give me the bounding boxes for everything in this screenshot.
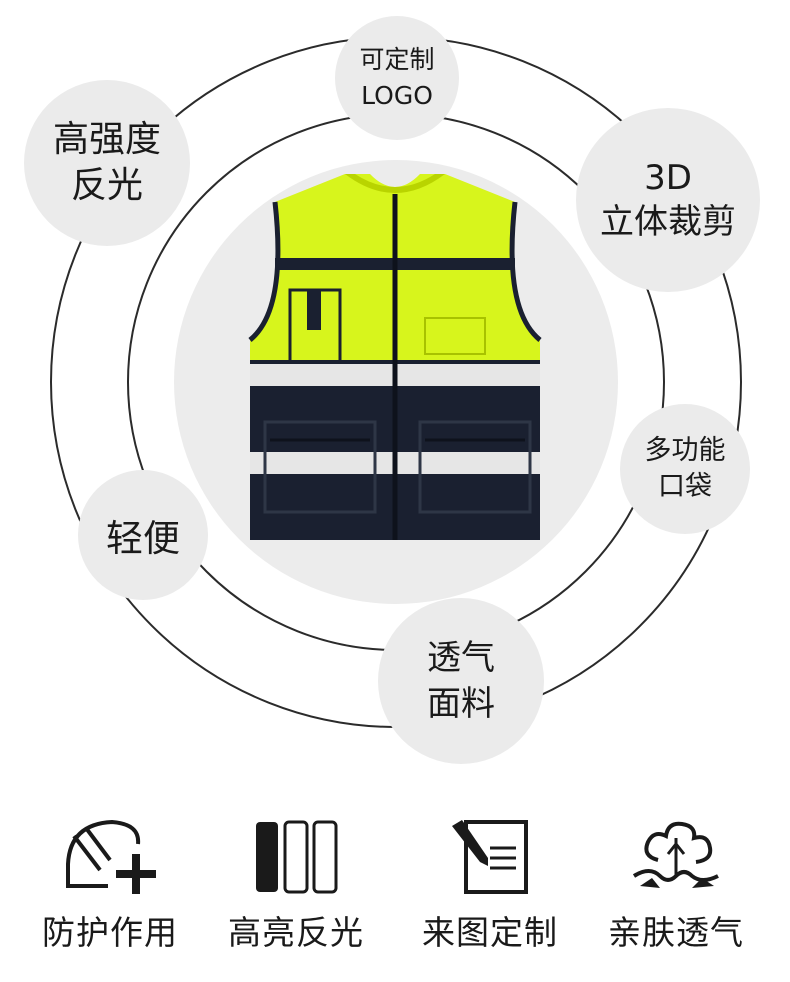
bubble-3d-cut: 3D 立体裁剪 <box>576 108 760 292</box>
bubble-reflective-text: 高强度 反光 <box>52 119 161 206</box>
feature-reflective: 高亮反光 <box>206 808 386 954</box>
feature-skin-friendly-label: 亲肤透气 <box>608 913 744 952</box>
feature-skin-friendly: 亲肤透气 <box>586 808 766 954</box>
feature-custom-label: 来图定制 <box>422 913 558 952</box>
bubble-logo-text: 可定制 LOGO <box>359 45 435 110</box>
cotton-icon <box>632 821 719 888</box>
bubble-reflective: 高强度 反光 <box>24 80 190 246</box>
bubble-pockets-text: 多功能 口袋 <box>644 435 726 502</box>
bubble-logo: 可定制 LOGO <box>335 16 459 140</box>
bubble-breathable: 透气 面料 <box>378 598 544 764</box>
feature-reflective-label: 高亮反光 <box>228 913 364 952</box>
reflective-strips-icon <box>256 820 338 894</box>
feature-custom: 来图定制 <box>400 808 580 954</box>
bubble-light-text: 轻便 <box>106 517 180 560</box>
helmet-plus-icon <box>66 819 156 894</box>
safety-vest-image <box>248 174 542 540</box>
feature-protection: 防护作用 <box>20 808 200 954</box>
bubble-3d-cut-text: 3D 立体裁剪 <box>600 158 736 242</box>
bubble-breathable-text: 透气 面料 <box>427 638 495 724</box>
bubble-pockets: 多功能 口袋 <box>620 404 750 534</box>
feature-protection-label: 防护作用 <box>42 913 178 952</box>
pen-document-icon <box>452 820 528 894</box>
bubble-light: 轻便 <box>78 470 208 600</box>
